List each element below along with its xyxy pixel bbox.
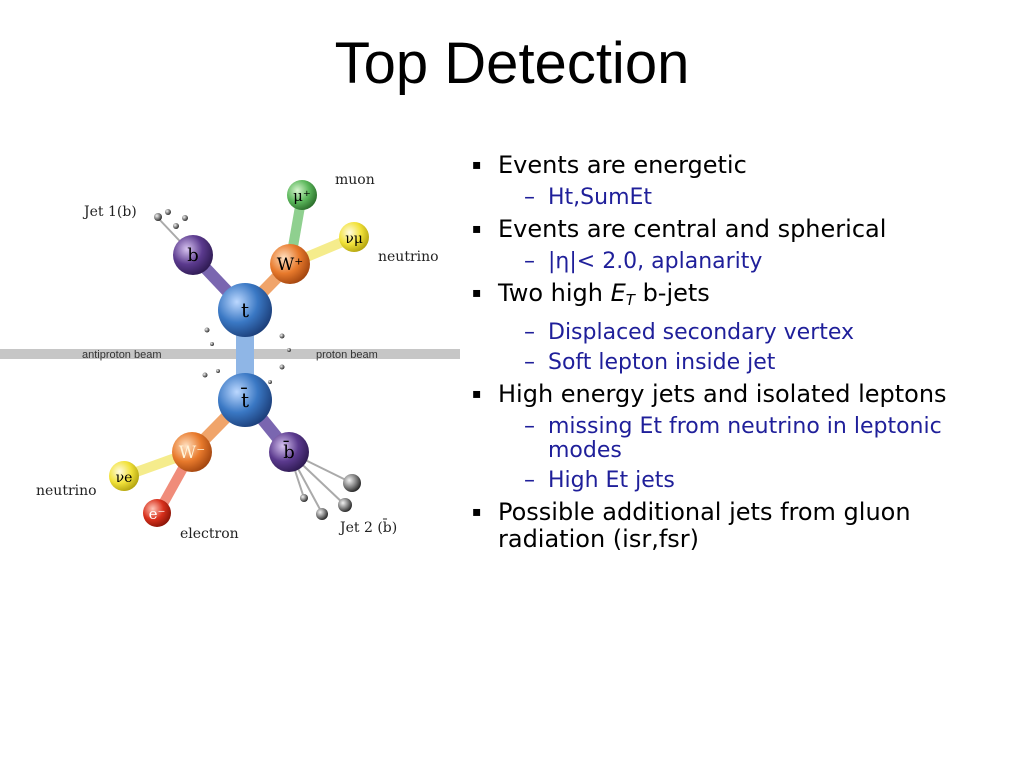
bullet-item: ▪ Possible additional jets from gluon ra… [472,499,1017,553]
bullet-text: Possible additional jets from gluon radi… [498,498,911,553]
label-proton-beam: proton beam [316,349,378,361]
sub-bullet-item: – |η|< 2.0, aplanarity [472,250,1017,274]
bullet-marker: ▪ [472,285,482,301]
symbol-t: t [241,298,249,322]
sub-bullet-dash: – [524,468,535,493]
electron-neutrino-sphere [109,461,139,491]
bullet-item: ▪ Two high ET b-jets [472,280,1017,314]
bullet-text: Events are energetic [498,151,747,179]
sub-bullet-text: Soft lepton inside jet [548,350,776,375]
bullet-marker: ▪ [472,386,482,402]
symbol-nu-mu: νμ [345,231,363,247]
w-minus-sphere [172,432,212,472]
sub-bullet-text: missing Et from neutrino in leptonic mod… [548,414,942,463]
bullet-text: Events are central and spherical [498,215,887,243]
et-symbol: E [610,279,626,307]
jet-fragments [154,209,361,520]
b-quark-sphere [173,235,213,275]
symbol-muon: μ⁺ [293,187,311,205]
sub-bullet-item: – missing Et from neutrino in leptonic m… [472,415,1017,463]
top-event-diagram: t t̄ b b̄ W⁺ W⁻ μ⁺ νμ νe e⁻ muon neutrin… [0,172,460,542]
symbol-b: b [187,245,199,266]
sub-bullet-text: |η|< 2.0, aplanarity [548,249,763,274]
electron-sphere [143,499,171,527]
sub-bullet-text: High Et jets [548,468,675,493]
sub-bullet-text: Ht,SumEt [548,185,653,210]
sub-bullet-item: – Soft lepton inside jet [472,351,1017,375]
bullet-text: High energy jets and isolated leptons [498,380,947,408]
label-neutrino-bottom: neutrino [36,483,97,499]
sub-bullet-dash: – [524,320,535,345]
bullet-marker: ▪ [472,221,482,237]
sub-bullet-dash: – [524,414,535,439]
label-electron: electron [180,526,239,542]
symbol-bbar: b̄ [283,439,295,463]
sub-bullet-dash: – [524,249,535,274]
et-subscript: T [625,291,635,309]
sub-bullet-dash: – [524,350,535,375]
top-quark-sphere [218,283,272,337]
sub-bullet-item: – Ht,SumEt [472,186,1017,210]
sub-bullet-dash: – [524,185,535,210]
symbol-tbar: t̄ [241,387,249,412]
bullet-item: ▪ Events are energetic [472,152,1017,179]
bullet-text-prefix: Two high [498,279,611,307]
sub-bullet-item: – Displaced secondary vertex [472,321,1017,345]
label-jet2: Jet 2 (b̄) [338,518,397,536]
sub-bullet-text: Displaced secondary vertex [548,320,855,345]
symbol-electron: e⁻ [149,505,166,523]
label-jet1: Jet 1(b) [82,204,137,220]
bullet-list: ▪ Events are energetic – Ht,SumEt ▪ Even… [472,152,1017,560]
sub-bullet-item: – High Et jets [472,469,1017,493]
bbar-quark-sphere [269,432,309,472]
symbol-w-minus: W⁻ [179,443,205,463]
slide-title: Top Detection [334,31,690,96]
bullet-marker: ▪ [472,157,482,173]
bullet-item: ▪ High energy jets and isolated leptons [472,381,1017,408]
bullet-text-suffix: b-jets [634,279,710,307]
label-neutrino-top: neutrino [378,249,439,265]
antitop-quark-sphere [218,373,272,427]
muon-neutrino-sphere [339,222,369,252]
muon-sphere [287,180,317,210]
beam-line [0,349,460,359]
symbol-nu-e: νe [116,470,133,486]
symbol-w-plus: W⁺ [277,255,303,275]
bullet-marker: ▪ [472,504,482,520]
bullet-item: ▪ Events are central and spherical [472,216,1017,243]
label-antiproton-beam: antiproton beam [82,349,162,361]
w-plus-sphere [270,244,310,284]
label-muon: muon [335,172,375,188]
